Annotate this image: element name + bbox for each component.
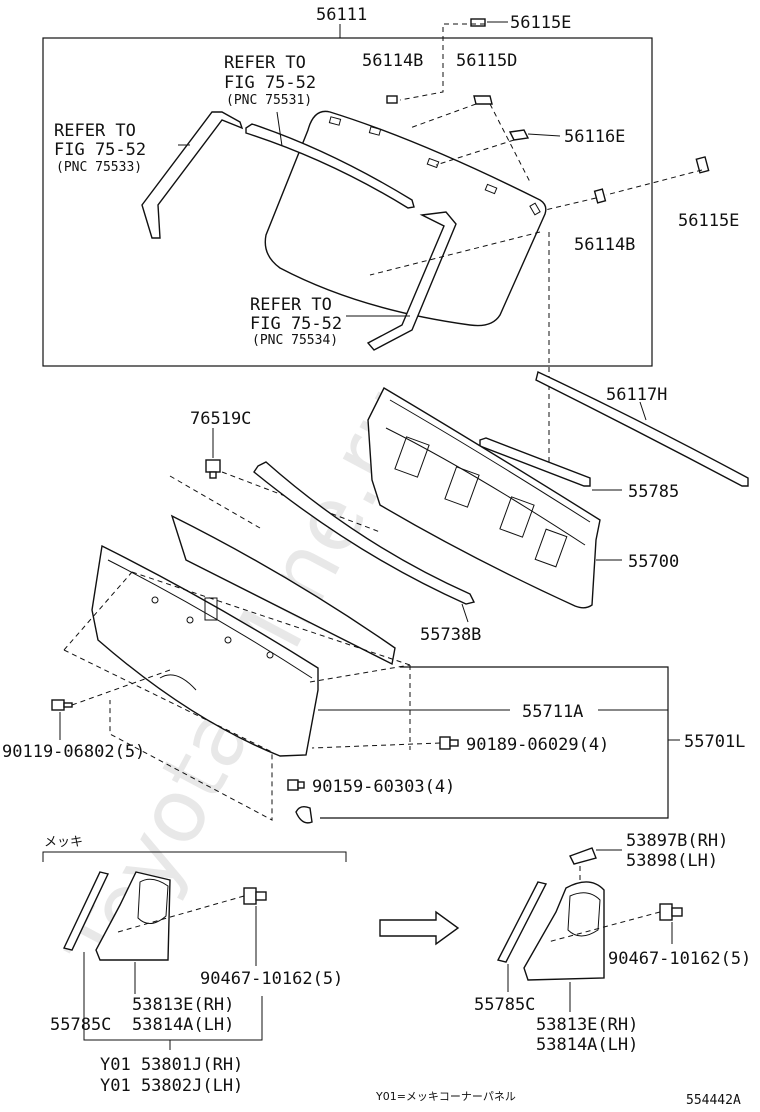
label-90159-60303: 90159-60303(4) <box>312 777 455 797</box>
refer-75531-line2: FIG 75-52 <box>224 73 316 93</box>
label-53814A-left: 53814A(LH) <box>132 1015 234 1035</box>
part-55700-cowl-panel[interactable] <box>367 387 601 609</box>
part-55785C-right-strip[interactable] <box>496 881 548 963</box>
label-76519C: 76519C <box>190 409 251 429</box>
arrow-icon <box>379 910 460 946</box>
part-56115E-right-clip[interactable] <box>695 156 710 174</box>
right-pillar-molding <box>366 211 457 351</box>
windshield-group-box <box>42 37 653 367</box>
part-grommet <box>295 805 313 824</box>
diagram-id: 554442A <box>686 1093 741 1108</box>
windshield-upper-molding <box>245 123 415 209</box>
left-pillar-molding <box>141 111 244 239</box>
label-y01-53801J: Y01 53801J(RH) <box>100 1055 243 1075</box>
part-53813E-left-panel[interactable] <box>95 871 171 961</box>
refer-75533-line1: REFER TO <box>54 121 136 141</box>
label-90119-06802: 90119-06802(5) <box>2 742 145 762</box>
part-90467-10162-left-clip[interactable] <box>243 887 267 905</box>
part-55701L-panel[interactable] <box>91 544 319 757</box>
label-90467-10162-left: 90467-10162(5) <box>200 969 343 989</box>
refer-75534-line1: REFER TO <box>250 295 332 315</box>
label-53898: 53898(LH) <box>626 851 718 871</box>
label-55785C-left: 55785C <box>50 1015 111 1035</box>
label-53814A-right: 53814A(LH) <box>536 1035 638 1055</box>
part-90467-10162-right-clip[interactable] <box>659 903 683 921</box>
label-55701L: 55701L <box>684 732 745 752</box>
label-90189-06029: 90189-06029(4) <box>466 735 609 755</box>
label-56114B-right: 56114B <box>574 235 635 255</box>
refer-75533-line2: FIG 75-52 <box>54 140 146 160</box>
part-56114B-top-clip[interactable] <box>386 95 398 104</box>
part-56117H-weatherstrip[interactable] <box>535 371 749 487</box>
part-53813E-right-panel[interactable] <box>523 881 605 981</box>
label-y01-53802J: Y01 53802J(LH) <box>100 1076 243 1096</box>
label-56115D: 56115D <box>456 51 517 71</box>
footnote: Y01=メッキコーナーパネル <box>375 1090 516 1103</box>
part-90189-06029-bolt[interactable] <box>439 736 459 750</box>
part-56115E-top-clip[interactable] <box>470 18 486 27</box>
label-56116E: 56116E <box>564 127 625 147</box>
label-56114B-top: 56114B <box>362 51 423 71</box>
windshield-glass[interactable] <box>264 110 547 327</box>
part-90119-06802-bolt[interactable] <box>51 699 73 711</box>
part-56116E-clip[interactable] <box>508 129 530 141</box>
glass-clip-5 <box>529 202 541 216</box>
label-mekki: メッキ <box>44 835 83 850</box>
part-55711A-panel[interactable] <box>170 514 396 666</box>
label-55711A: 55711A <box>522 702 583 722</box>
refer-75533-line3: (PNC 75533) <box>56 160 142 175</box>
part-56114B-right-clip[interactable] <box>593 188 607 204</box>
refer-75531-line1: REFER TO <box>224 53 306 73</box>
part-90159-60303-screw[interactable] <box>287 779 305 791</box>
label-56115E-top: 56115E <box>510 13 571 33</box>
label-56117H: 56117H <box>606 385 667 405</box>
label-53897B: 53897B(RH) <box>626 831 728 851</box>
label-56111: 56111 <box>316 5 367 25</box>
glass-clip-2 <box>368 126 382 136</box>
part-55738B-seal[interactable] <box>253 461 476 605</box>
glass-clip-1 <box>328 116 342 126</box>
part-56115D-clip[interactable] <box>473 95 493 105</box>
part-76519C-clip[interactable] <box>205 459 221 479</box>
refer-75534-line2: FIG 75-52 <box>250 314 342 334</box>
refer-75534-line3: (PNC 75534) <box>252 333 338 348</box>
part-53897B-bracket[interactable] <box>569 847 597 865</box>
label-55700: 55700 <box>628 552 679 572</box>
label-90467-10162-right: 90467-10162(5) <box>608 949 751 969</box>
part-55785C-left-strip[interactable] <box>63 871 109 951</box>
glass-clip-3 <box>426 157 440 169</box>
label-55738B: 55738B <box>420 625 481 645</box>
glass-clip-4 <box>484 183 498 195</box>
label-53813E-left: 53813E(RH) <box>132 995 234 1015</box>
refer-75531-line3: (PNC 75531) <box>226 93 312 108</box>
label-55785: 55785 <box>628 482 679 502</box>
label-55785C-right: 55785C <box>474 995 535 1015</box>
label-53813E-right: 53813E(RH) <box>536 1015 638 1035</box>
label-56115E-right: 56115E <box>678 211 739 231</box>
